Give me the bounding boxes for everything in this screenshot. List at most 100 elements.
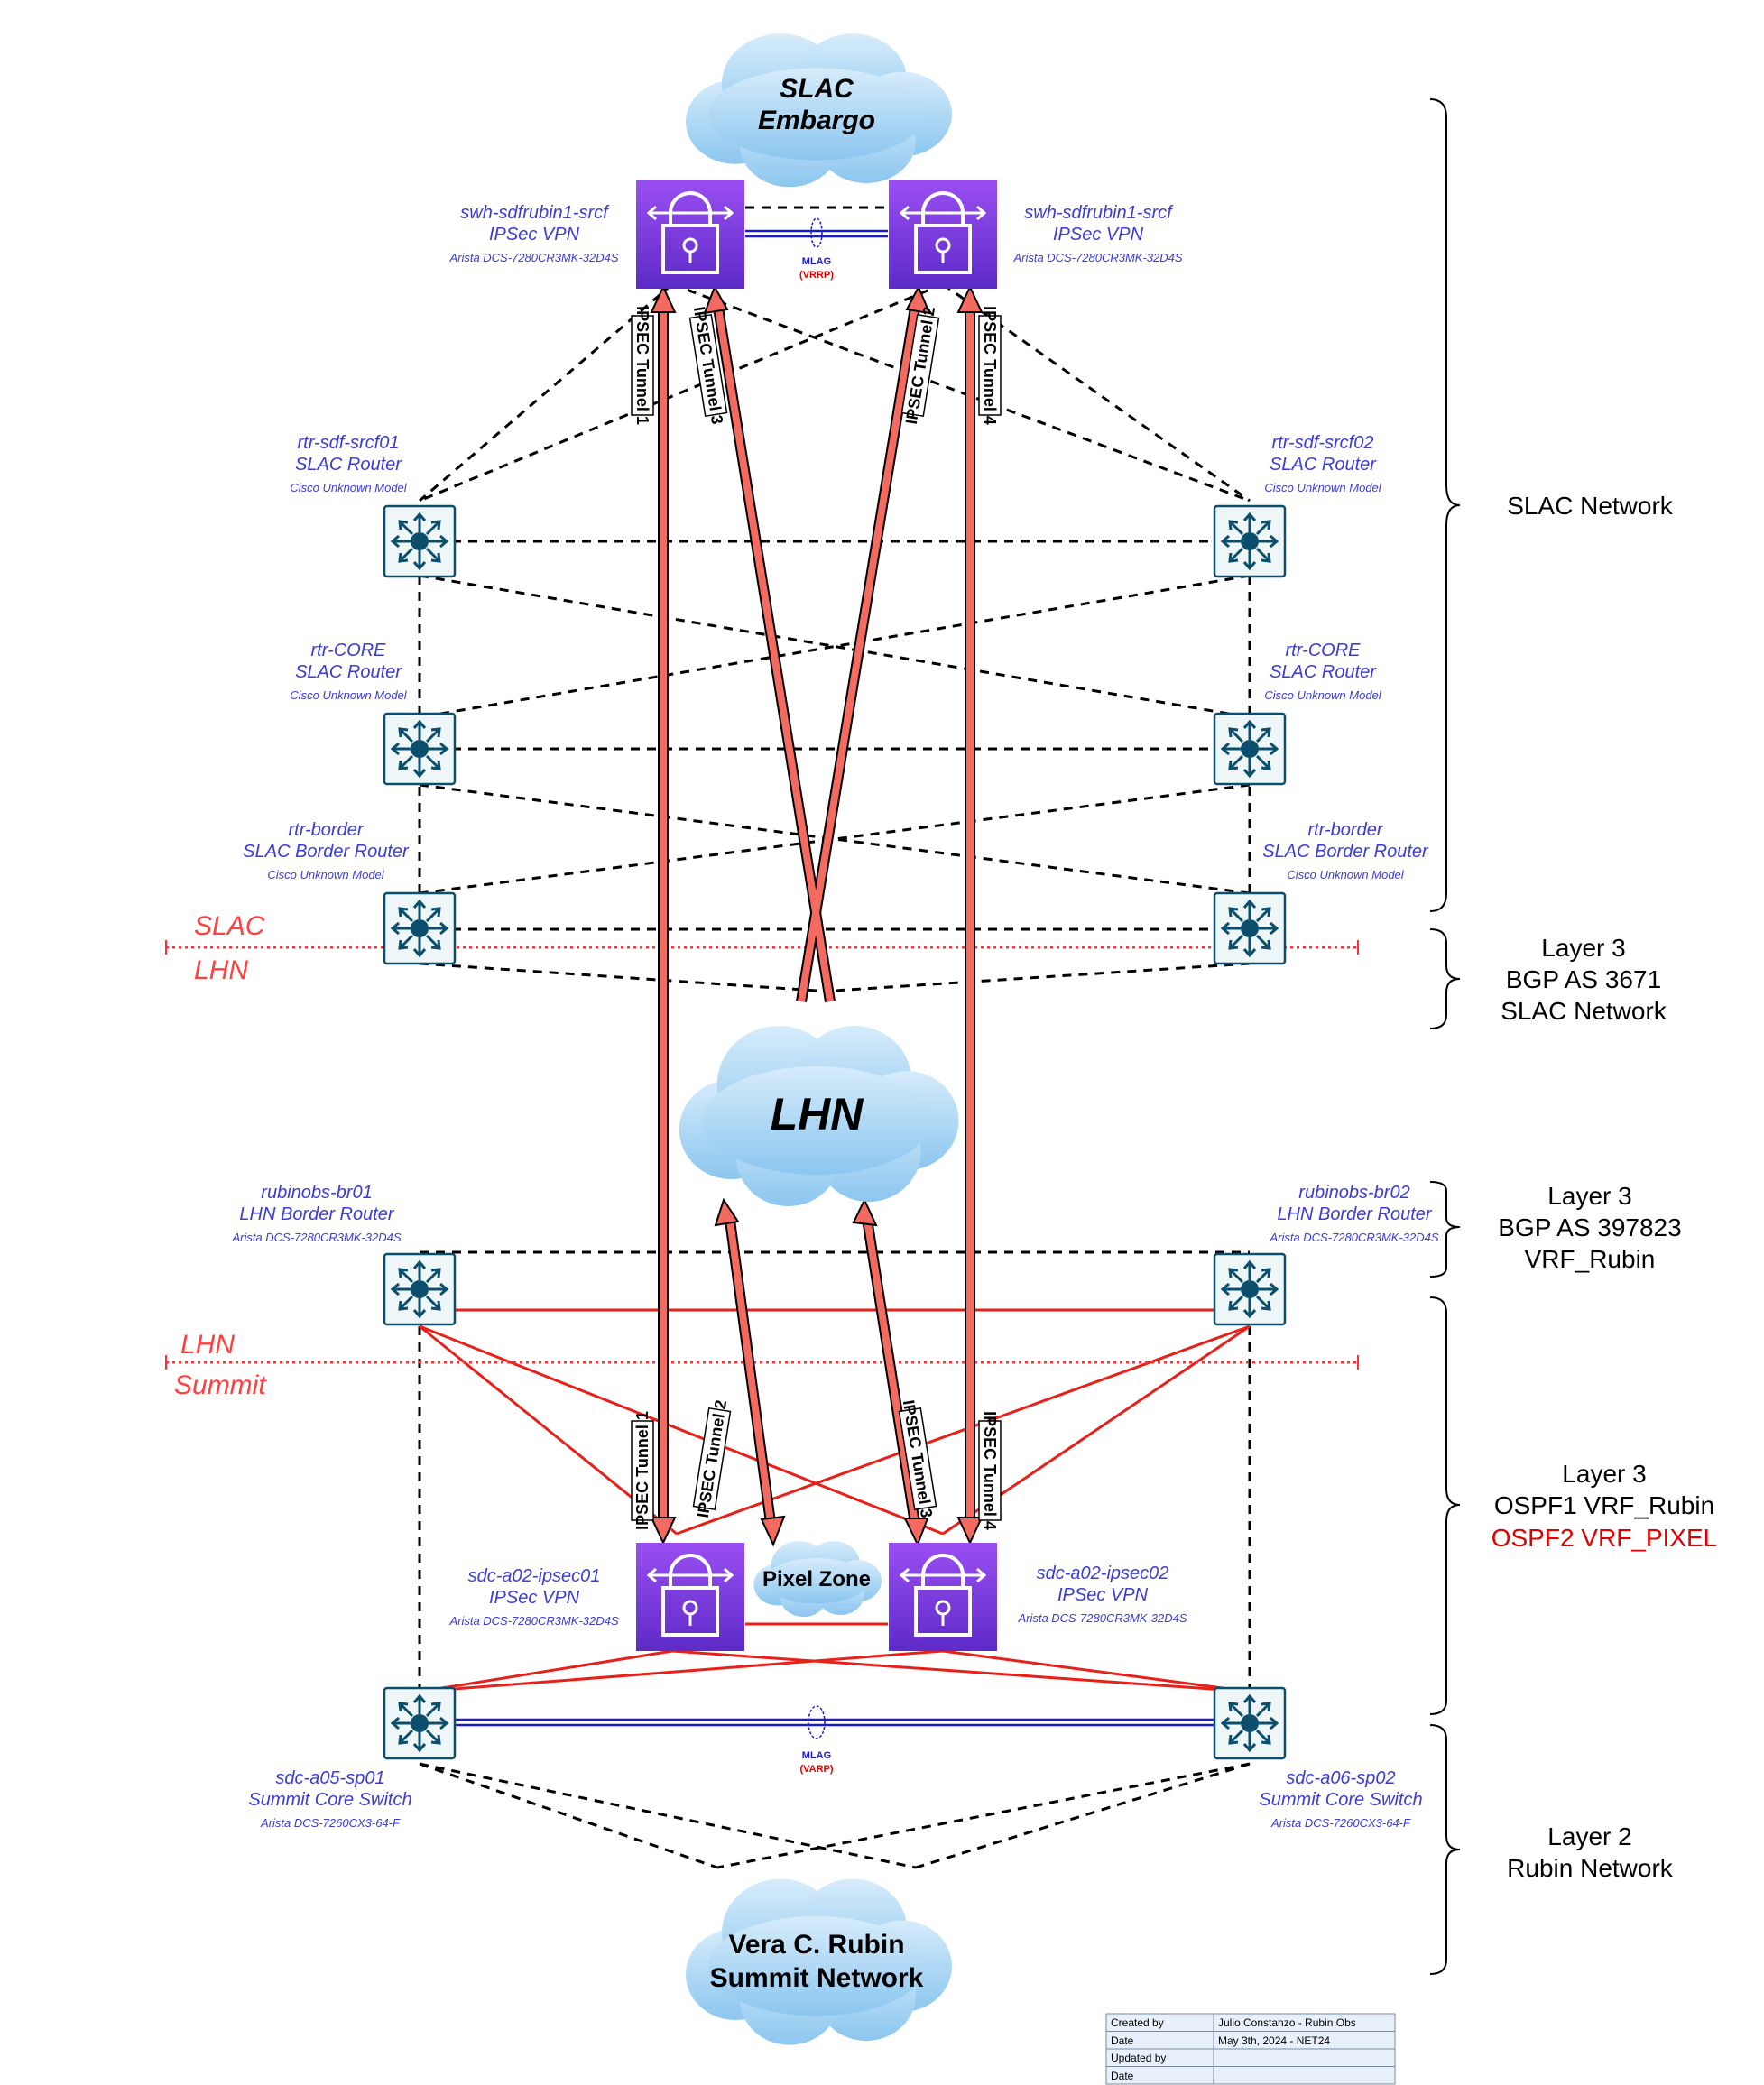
device-model: Cisco Unknown Model [290,688,407,702]
text-line: Rubin Network [1507,1854,1674,1882]
device-model: Arista DCS-7280CR3MK-32D4S [231,1231,401,1244]
text-line: Layer 3 [1562,1460,1646,1488]
device-model: Arista DCS-7260CX3-64-F [260,1816,401,1830]
zone-label-summit: Summit [174,1370,267,1400]
label-border-left: rtr-border SLAC Border Router Cisco Unkn… [243,820,410,881]
router-core-right[interactable] [1213,712,1287,786]
device-role: SLAC Router [1270,455,1377,475]
zone-label-slac: SLAC [194,911,265,941]
device-role: SLAC Router [295,662,402,682]
device-model: Cisco Unknown Model [1264,688,1381,702]
vpn-lock-icon [634,1541,746,1653]
device-name: sdc-a05-sp01 [275,1768,384,1788]
router-srcf01[interactable] [383,504,457,578]
cloud-lhn: LHN [679,1026,959,1206]
tunnel-label-bottom-1: IPSEC Tunnel 1 [633,1411,651,1530]
router-icon [383,891,457,965]
device-role: IPSec VPN [489,1588,580,1608]
device-model: Cisco Unknown Model [267,868,384,881]
ipsec-tunnels [650,284,984,1547]
router-icon [1213,1252,1287,1326]
text-line: SLAC Network [1501,997,1667,1025]
zone-boundaries [166,946,1358,1364]
mlag-ring-top [810,217,823,248]
switch-sp02[interactable] [1213,1686,1287,1760]
device-model: Arista DCS-7280CR3MK-32D4S [1269,1231,1438,1244]
table-cell-value: Julio Constanzo - Rubin Obs [1218,2016,1356,2029]
device-name: rtr-border [1308,820,1384,840]
info-table: Created by Julio Constanzo - Rubin Obs D… [1105,2013,1396,2085]
device-name: rtr-sdf-srcf01 [298,433,400,453]
mlag-top-sub: (VRRP) [799,270,834,281]
router-br01[interactable] [383,1252,457,1326]
text-line: Layer 3 [1547,1182,1631,1210]
label-swh1: swh-sdfrubin1-srcf IPSec VPN Arista DCS-… [448,203,618,264]
device-model: Arista DCS-7260CX3-64-F [1270,1816,1411,1830]
vpn-lock-icon [887,179,999,291]
right-label-ospf: Layer 3 OSPF1 VRF_Rubin OSPF2 VRF_PIXEL [1492,1460,1718,1552]
mlag-ring-bottom [808,1705,826,1739]
device-role: Summit Core Switch [1259,1790,1422,1810]
device-role: IPSec VPN [1053,225,1144,244]
red-links [419,1308,1251,1693]
vpn-device-ipsec02[interactable] [887,1541,999,1653]
tunnel-labels-top: IPSEC Tunnel 1 IPSEC Tunnel 3 IPSEC Tunn… [631,305,1002,426]
router-srcf02[interactable] [1213,504,1287,578]
mlag-links [456,229,1214,1727]
label-br02: rubinobs-br02 LHN Border Router Arista D… [1269,1183,1438,1244]
text-line: BGP AS 3671 [1506,965,1661,993]
device-role: SLAC Router [1270,662,1377,682]
tunnel-labels-bottom: IPSEC Tunnel 1 IPSEC Tunnel 2 IPSEC Tunn… [631,1398,1002,1530]
text-line: VRF_Rubin [1525,1245,1656,1273]
mlag-top-label: MLAG [802,256,831,267]
router-br02[interactable] [1213,1252,1287,1326]
label-sp01: sdc-a05-sp01 Summit Core Switch Arista D… [248,1768,411,1830]
table-cell-label: Updated by [1111,2052,1166,2064]
zone-label-lhn-upper: LHN [194,955,248,985]
label-core-left: rtr-CORE SLAC Router Cisco Unknown Model [290,641,407,702]
device-model: Cisco Unknown Model [1287,868,1404,881]
device-model: Arista DCS-7280CR3MK-32D4S [1012,251,1182,264]
router-icon [1213,1686,1287,1760]
device-role: LHN Border Router [1277,1204,1433,1224]
tunnel-label-top-1: IPSEC Tunnel 1 [633,306,651,425]
router-core-left[interactable] [383,712,457,786]
device-model: Cisco Unknown Model [1264,481,1381,494]
device-name: sdc-a06-sp02 [1286,1768,1395,1788]
table-cell-label: Date [1111,2034,1134,2047]
label-srcf02: rtr-sdf-srcf02 SLAC Router Cisco Unknown… [1264,433,1381,494]
label-core-right: rtr-CORE SLAC Router Cisco Unknown Model [1264,641,1381,702]
device-name: rtr-CORE [1286,641,1362,660]
label-border-right: rtr-border SLAC Border Router Cisco Unkn… [1262,820,1429,881]
label-sp02: sdc-a06-sp02 Summit Core Switch Arista D… [1259,1768,1422,1830]
device-name: rubinobs-br02 [1298,1183,1409,1203]
mlag-bottom-label: MLAG [802,1750,831,1761]
label-br01: rubinobs-br01 LHN Border Router Arista D… [231,1183,401,1244]
device-name: rtr-CORE [311,641,387,660]
device-model: Arista DCS-7280CR3MK-32D4S [448,1614,618,1628]
tunnel-label-bottom-4: IPSEC Tunnel 4 [981,1411,999,1530]
switch-sp01[interactable] [383,1686,457,1760]
device-name: sdc-a02-ipsec01 [468,1566,601,1586]
vpn-device-swh1[interactable] [634,179,746,291]
device-role: LHN Border Router [239,1204,395,1224]
right-label-layer2: Layer 2 Rubin Network [1507,1822,1674,1882]
device-role: SLAC Border Router [243,842,410,862]
device-role: Summit Core Switch [248,1790,411,1810]
text-line: OSPF2 VRF_PIXEL [1492,1524,1718,1552]
router-border-left[interactable] [383,891,457,965]
tunnel-label-bottom-2: IPSEC Tunnel 2 [694,1398,730,1518]
router-border-right[interactable] [1213,891,1287,965]
cloud-slac-embargo-line2: Embargo [758,106,875,135]
vpn-device-swh2[interactable] [887,179,999,291]
cloud-summit-line2: Summit Network [710,1963,924,1993]
device-name: swh-sdfrubin1-srcf [1024,203,1174,223]
device-model: Cisco Unknown Model [290,481,407,494]
vpn-device-ipsec01[interactable] [634,1541,746,1653]
table-cell-label: Date [1111,2070,1134,2082]
text-line: OSPF1 VRF_Rubin [1494,1491,1714,1519]
router-icon [383,1686,457,1760]
router-icon [383,1252,457,1326]
right-label-bgp-slac: Layer 3 BGP AS 3671 SLAC Network [1501,934,1667,1025]
